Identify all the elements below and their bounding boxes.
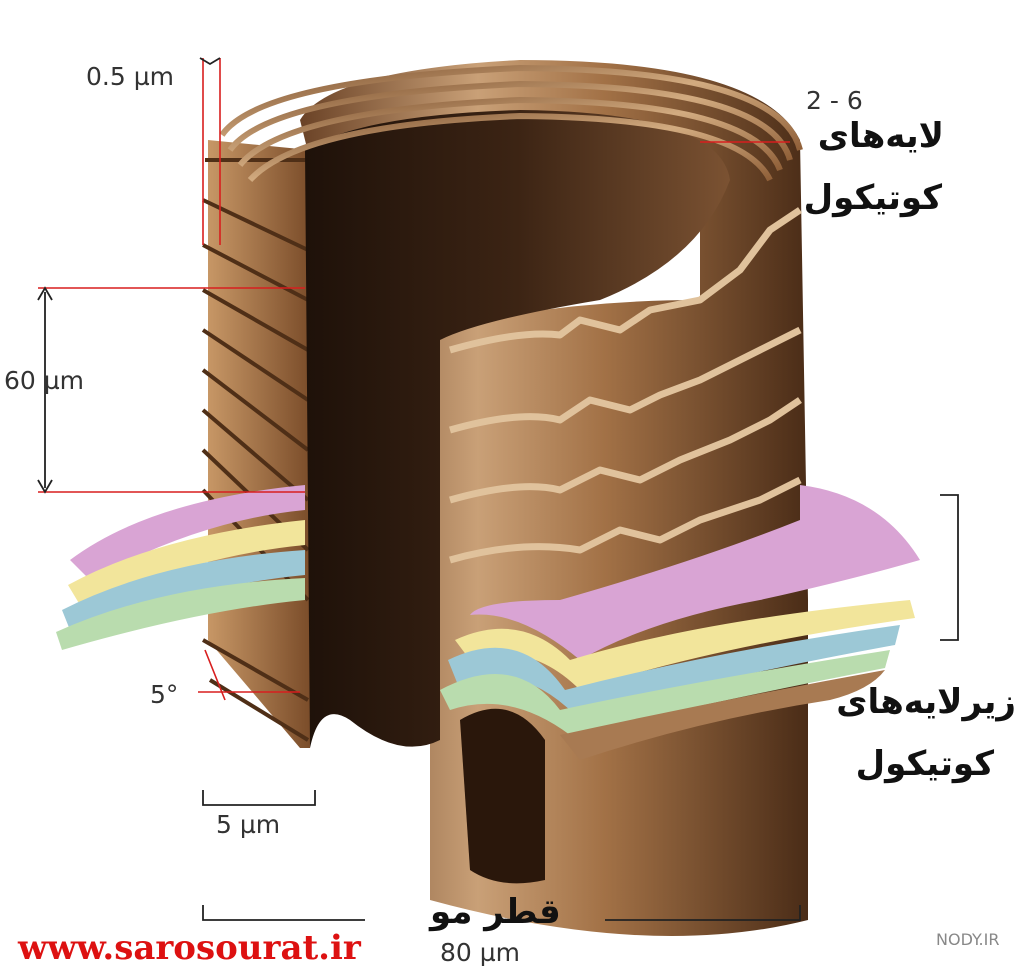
label-angle: 5° xyxy=(150,680,179,709)
label-scale-step: 60 µm xyxy=(4,366,85,395)
cuticle-sublayers xyxy=(56,485,920,884)
label-layer-thickness: 0.5 µm xyxy=(86,62,174,91)
black-dimension-lines xyxy=(37,57,959,921)
label-sublayers-line2: کوتیکول xyxy=(855,744,994,784)
red-dimension-lines xyxy=(38,58,790,701)
hair-core-cavity xyxy=(305,110,730,748)
label-hair-diameter: قطر مو xyxy=(430,892,561,932)
label-layer-count: 2 - 6 xyxy=(806,86,863,115)
cuticle-edge-stripes xyxy=(201,140,310,748)
label-sublayers-line1: زیرلایه‌های xyxy=(836,682,1016,722)
website-link[interactable]: www.sarosourat.ir xyxy=(18,928,361,968)
label-hair-diameter-value: 80 µm xyxy=(440,938,521,967)
cuticle-scales xyxy=(449,207,802,564)
watermark: NODY.IR xyxy=(936,930,1000,949)
label-cuticle-layers-line2: کوتیکول xyxy=(803,178,942,218)
cuticle-layer-rings xyxy=(219,64,803,183)
label-cuticle-width: 5 µm xyxy=(216,810,281,839)
label-cuticle-layers-line1: لایه‌های xyxy=(817,116,944,156)
